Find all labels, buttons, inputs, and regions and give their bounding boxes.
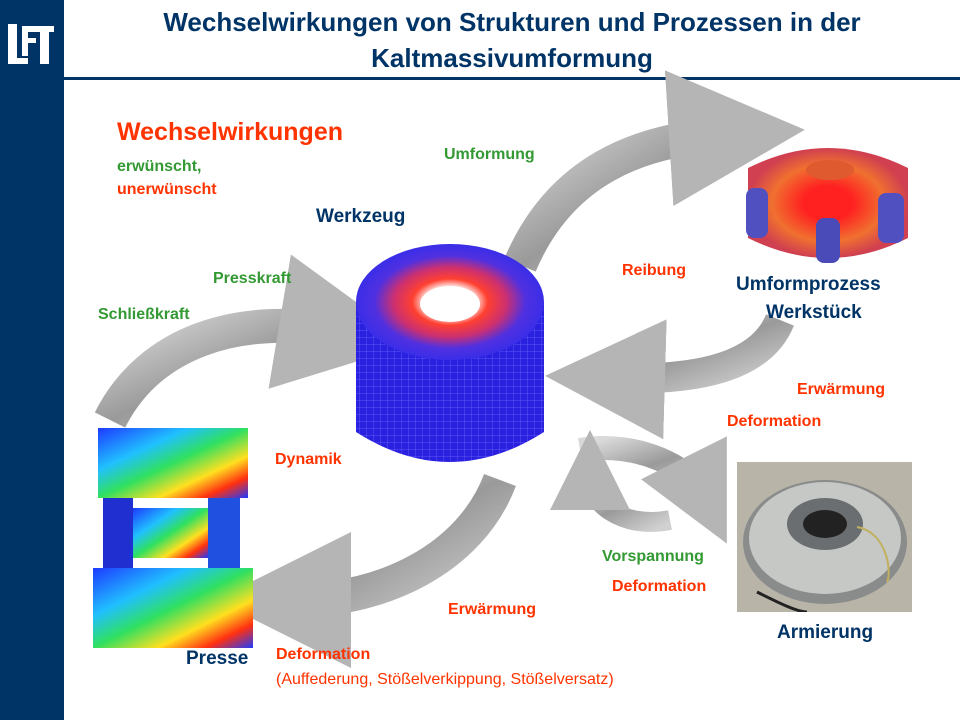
slide-title: Wechselwirkungen von Strukturen und Proz… — [64, 4, 960, 76]
title-line-1: Wechselwirkungen von Strukturen und Proz… — [163, 7, 861, 37]
node-process-line2: Werkstück — [766, 302, 862, 323]
label-erwaermung-process: Erwärmung — [797, 381, 886, 398]
arrow-tool-to-press — [215, 473, 516, 668]
label-deformation-press: Deformation — [276, 646, 371, 663]
title-rule — [64, 77, 960, 80]
legend-undesired: unerwünscht — [117, 181, 217, 198]
arrow-armierung-tool-loop — [550, 430, 672, 532]
legend-desired: erwünscht, — [117, 158, 202, 175]
node-tool: Werkzeug — [316, 206, 406, 227]
workpiece-fe-model-image — [746, 148, 908, 263]
legend-heading: Wechselwirkungen — [117, 118, 343, 146]
label-umformung: Umformung — [444, 146, 535, 163]
label-erwaermung-press: Erwärmung — [448, 601, 537, 618]
node-process-line1: Umformprozess — [736, 274, 881, 295]
label-dynamik: Dynamik — [275, 451, 342, 468]
title-line-2: Kaltmassivumformung — [371, 43, 653, 73]
tool-fe-model-image — [356, 244, 544, 462]
node-reinforcement: Armierung — [777, 622, 874, 643]
label-deformation-armierung: Deformation — [612, 578, 707, 595]
arrow-tool-to-process — [504, 70, 805, 272]
arrow-press-to-tool — [94, 254, 414, 429]
arrow-process-to-tool — [545, 313, 794, 440]
label-deformation-press-detail: (Auffederung, Stößelverkippung, Stößelve… — [276, 671, 614, 688]
sidebar — [0, 0, 64, 720]
label-presskraft: Presskraft — [213, 270, 292, 287]
label-reibung: Reibung — [622, 262, 686, 279]
armierung-photo — [737, 462, 912, 612]
node-press: Presse — [186, 648, 249, 669]
press-fe-model-image — [93, 428, 253, 648]
label-deformation-process: Deformation — [727, 413, 822, 430]
lft-logo — [8, 24, 54, 64]
label-schliesskraft: Schließkraft — [98, 306, 190, 323]
label-vorspannung: Vorspannung — [602, 548, 704, 565]
